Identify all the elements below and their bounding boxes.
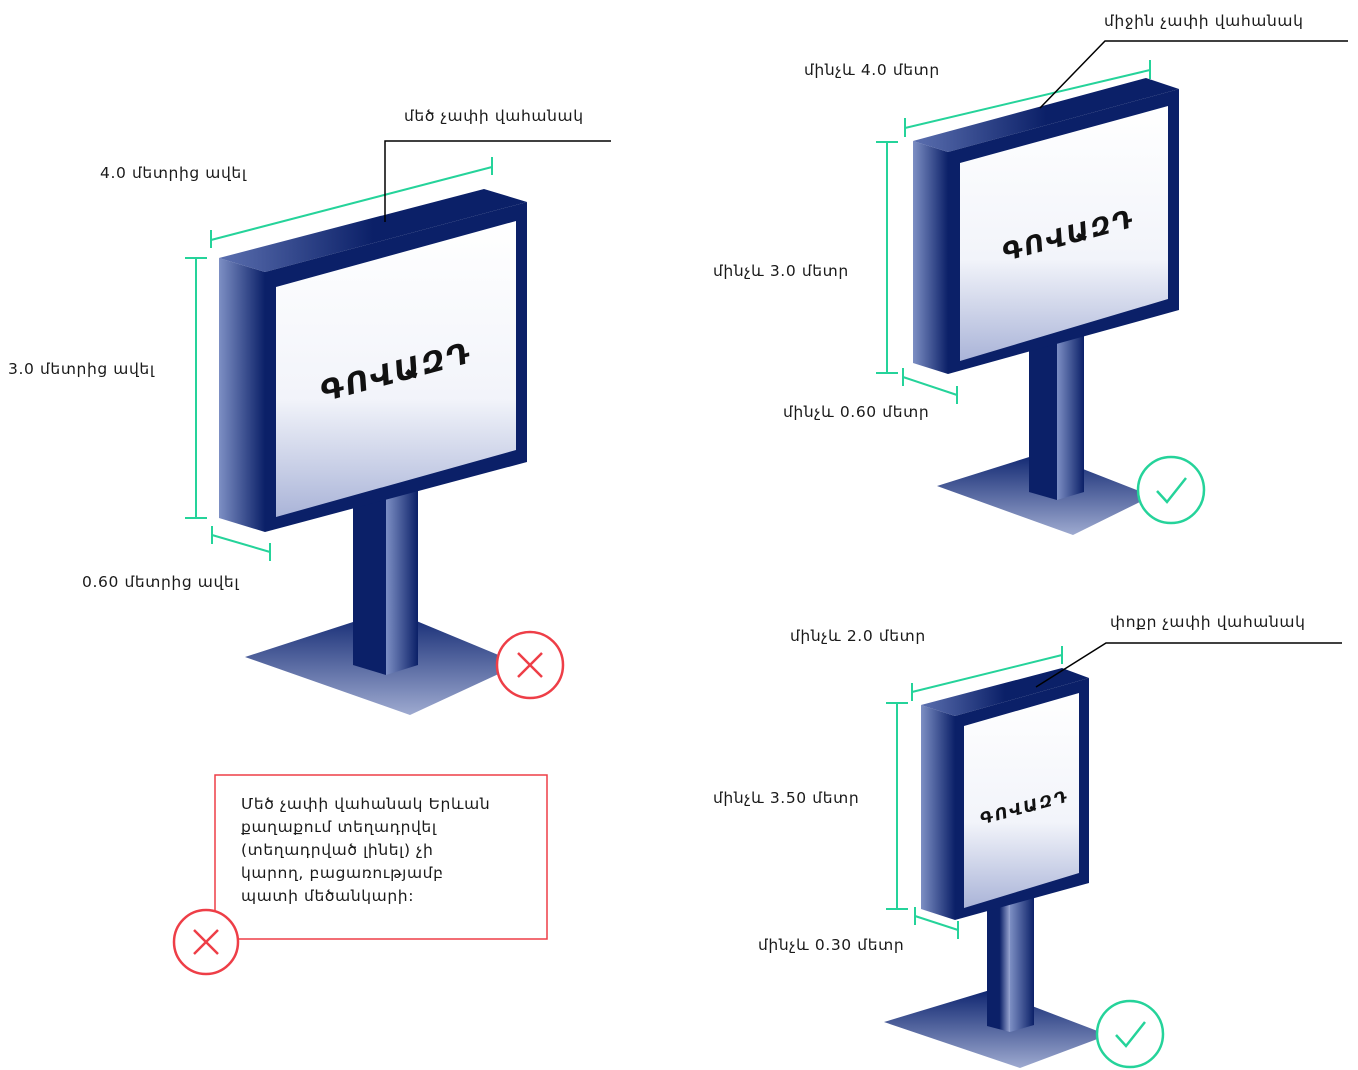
note-line: քաղաքում տեղադրվել bbox=[241, 818, 437, 836]
small-sign-check-icon bbox=[1095, 999, 1165, 1069]
small-sign-name-label: փոքր չափի վահանակ bbox=[1110, 613, 1306, 631]
small-sign-width-label: մինչև 2.0 մետր bbox=[790, 627, 926, 645]
large-sign-width-label: 4.0 մետրից ավել bbox=[100, 164, 247, 182]
medium-sign-pole-left bbox=[1029, 340, 1057, 500]
medium-sign-dimensions bbox=[876, 60, 1151, 404]
note-cross-icon bbox=[172, 908, 240, 976]
large-sign-cross-icon bbox=[495, 630, 565, 700]
small-sign-illustration: ԳՈՎԱԶԴ bbox=[884, 668, 1108, 1068]
large-sign-pole-right bbox=[386, 480, 418, 675]
large-sign-pointer-line bbox=[384, 140, 611, 222]
large-sign-height-label: 3.0 մետրից ավել bbox=[8, 360, 155, 378]
small-sign-pointer-line bbox=[1035, 642, 1342, 688]
small-sign-height-label: մինչև 3.50 մետր bbox=[713, 789, 859, 807]
small-sign-depth-label: մինչև 0.30 մետր bbox=[758, 936, 904, 954]
medium-sign-height-label: մինչև 3.0 մետր bbox=[713, 262, 849, 280]
large-sign-top bbox=[219, 189, 527, 272]
note-line: կարող, բացառությամբ bbox=[241, 864, 444, 882]
medium-sign-check-icon bbox=[1136, 455, 1206, 525]
large-sign-name-label: մեծ չափի վահանակ bbox=[404, 107, 584, 125]
small-sign-pole-left bbox=[987, 897, 1010, 1032]
medium-sign-side bbox=[913, 141, 948, 374]
note-line: Մեծ չափի վահանակ Երևան bbox=[241, 795, 491, 813]
medium-sign-top bbox=[913, 78, 1179, 152]
medium-sign-pole-right bbox=[1057, 332, 1084, 500]
large-sign-side bbox=[219, 258, 265, 532]
large-sign-pole-left bbox=[353, 490, 386, 675]
small-sign-dimensions bbox=[886, 646, 1063, 939]
large-sign-depth-label: 0.60 մետրից ավել bbox=[82, 573, 239, 591]
medium-sign-illustration: ԳՈՎԱԶԴ bbox=[913, 78, 1179, 535]
medium-sign-depth-label: մինչև 0.60 մետր bbox=[783, 403, 929, 421]
small-sign-base bbox=[884, 990, 1108, 1068]
small-sign-pole-right bbox=[1010, 890, 1034, 1032]
note-line: (տեղադրված լինել) չի bbox=[241, 841, 434, 859]
medium-sign-screen bbox=[960, 106, 1168, 361]
medium-sign-name-label: միջին չափի վահանակ bbox=[1104, 12, 1304, 30]
note-line: պատի մեծանկարի: bbox=[241, 887, 415, 905]
small-sign-side bbox=[921, 705, 955, 920]
large-sign-illustration: ԳՈՎԱԶԴ bbox=[219, 189, 527, 715]
note-text: Մեծ չափի վահանակ Երևան քաղաքում տեղադրվե… bbox=[241, 793, 531, 908]
note-box bbox=[214, 774, 548, 940]
medium-sign-width-label: մինչև 4.0 մետր bbox=[804, 61, 940, 79]
medium-sign-pointer-line bbox=[1039, 40, 1348, 109]
small-sign-screen bbox=[964, 693, 1079, 908]
large-sign-dimensions bbox=[185, 157, 493, 561]
large-sign-screen bbox=[276, 221, 516, 517]
